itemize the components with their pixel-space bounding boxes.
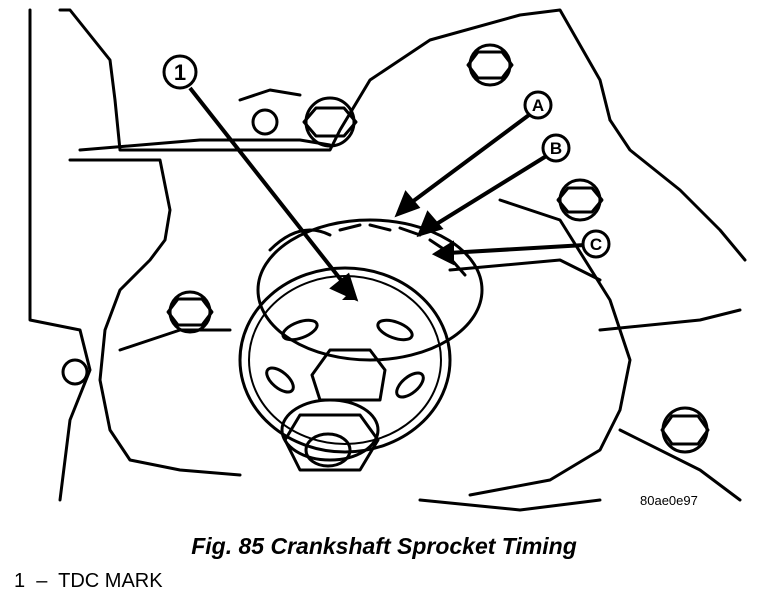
- bolt-upper-left: [302, 96, 358, 148]
- legend-separator: –: [36, 570, 48, 592]
- bolt-right: [556, 178, 604, 222]
- bolt-far-left: [61, 358, 89, 386]
- leader-a: [406, 110, 535, 207]
- dowel-hole: [251, 108, 279, 136]
- callout-1-circle: [162, 54, 198, 90]
- legend-text: TDC MARK: [58, 570, 163, 592]
- bolt-lower-right: [660, 406, 710, 454]
- leader-b-arrowhead: [416, 210, 444, 238]
- tdc-mark: [342, 292, 358, 300]
- leader-c: [447, 243, 586, 255]
- legend: 1 – TDC MARK: [14, 570, 163, 593]
- leader-c-arrowhead: [431, 240, 454, 266]
- crankshaft-bolt: [280, 398, 380, 472]
- callout-b-label: B: [550, 139, 562, 158]
- leader-a-arrowhead: [394, 190, 421, 218]
- callout-a-circle: [523, 90, 553, 120]
- image-code: 80ae0e97: [640, 493, 698, 508]
- engine-block-outline: [28, 8, 747, 512]
- bolt-left: [166, 290, 214, 334]
- callout-1-label: 1: [174, 60, 186, 85]
- leader-b: [428, 153, 550, 230]
- legend-number: 1: [14, 570, 26, 592]
- leader-1: [188, 86, 347, 287]
- callout-c-circle: [581, 229, 611, 259]
- callout-a-label: A: [532, 96, 544, 115]
- callout-b-circle: [541, 133, 571, 163]
- bolt-top: [466, 43, 514, 87]
- callout-c-label: C: [590, 235, 602, 254]
- figure-caption: Fig. 85 Crankshaft Sprocket Timing: [191, 533, 577, 559]
